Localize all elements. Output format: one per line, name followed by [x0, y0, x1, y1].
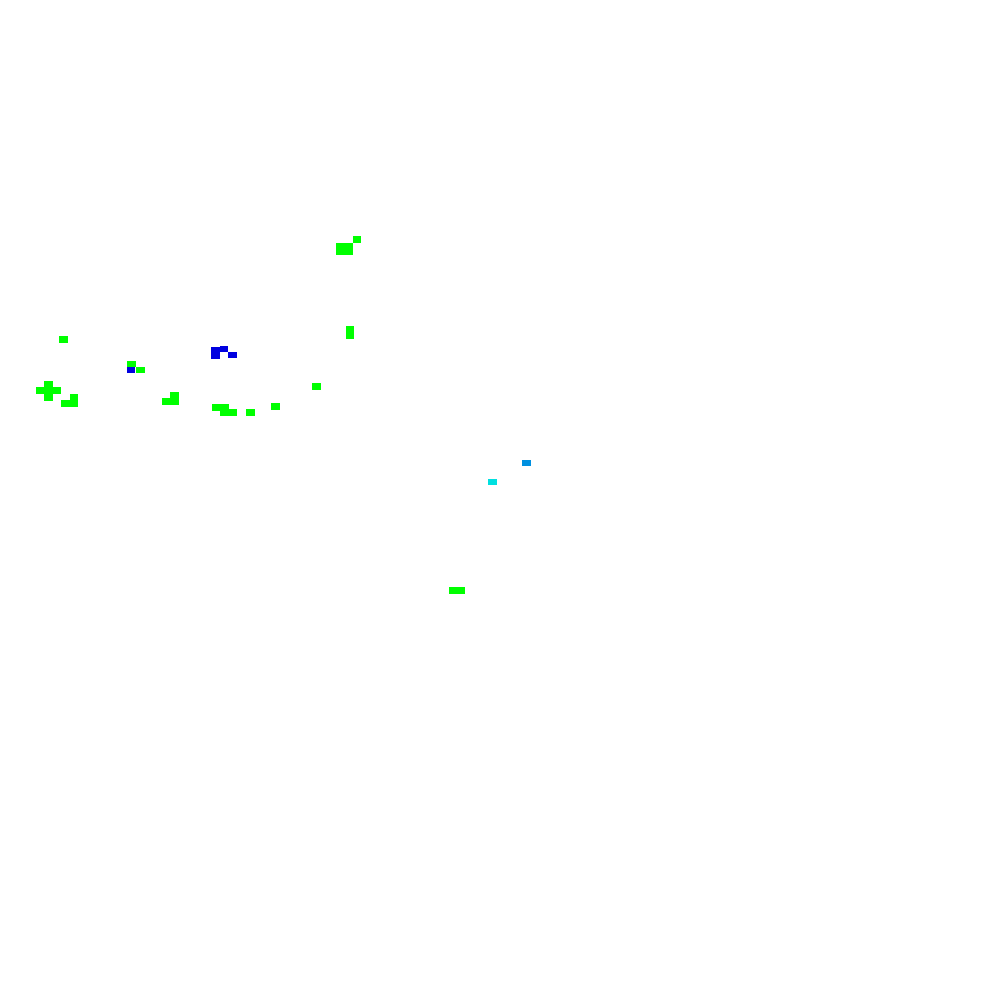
marker-green — [70, 394, 78, 401]
marker-green — [336, 243, 353, 255]
marker-sky — [522, 460, 531, 466]
marker-green — [449, 587, 465, 594]
marker-green — [162, 398, 179, 405]
marker-green — [353, 236, 361, 243]
marker-green — [61, 400, 78, 407]
marker-green — [212, 404, 229, 411]
marker-green — [127, 361, 136, 367]
marker-green — [346, 326, 354, 339]
marker-green — [312, 383, 321, 390]
marker-green — [246, 409, 255, 416]
marker-blue — [211, 347, 220, 359]
marker-green — [271, 403, 280, 410]
marker-green — [170, 392, 179, 399]
marker-blue — [127, 367, 135, 373]
marker-green — [59, 336, 68, 343]
marker-green — [136, 367, 145, 373]
marker-green — [220, 409, 237, 416]
marker-blue — [220, 346, 228, 352]
marker-blue — [228, 352, 237, 358]
marker-green — [36, 387, 61, 394]
marker-cyan — [488, 479, 497, 485]
